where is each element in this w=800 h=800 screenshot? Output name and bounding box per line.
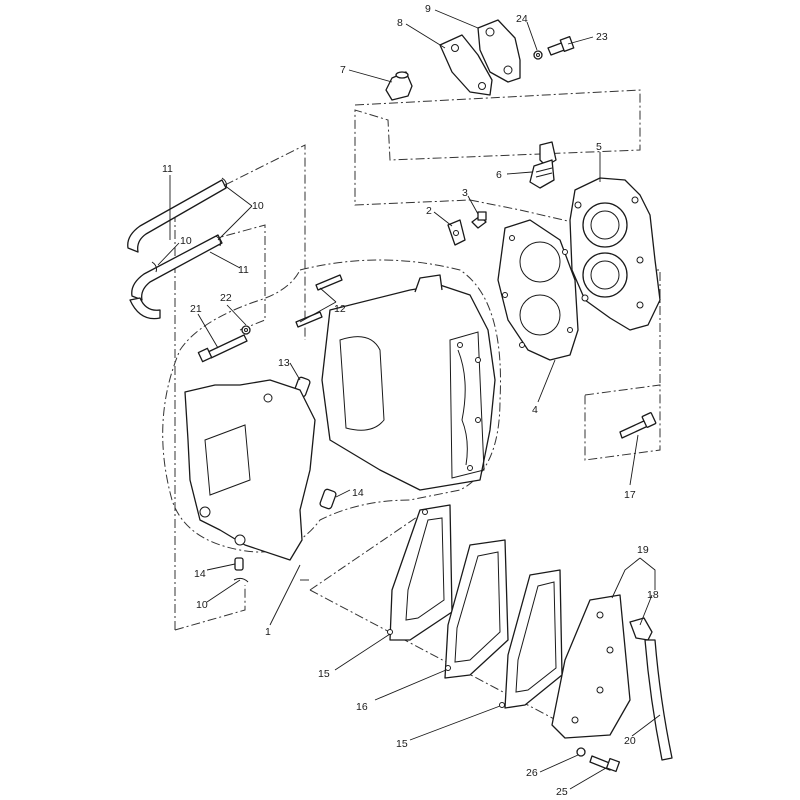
exhaust-gasket-part-15-rear bbox=[499, 569, 563, 709]
stud-part-12 bbox=[295, 274, 343, 328]
clip-part-2 bbox=[447, 219, 466, 246]
washer-part-26 bbox=[576, 747, 586, 757]
hose-part-20 bbox=[644, 639, 673, 761]
callout-10-mid: 10 bbox=[180, 235, 192, 247]
callout-6: 6 bbox=[496, 169, 502, 181]
callout-12: 12 bbox=[334, 303, 346, 315]
callout-16: 16 bbox=[356, 701, 368, 713]
callout-21: 21 bbox=[190, 303, 202, 315]
callout-4: 4 bbox=[532, 404, 538, 416]
callout-3: 3 bbox=[462, 187, 468, 199]
callout-15-front: 15 bbox=[318, 668, 330, 680]
bolt-part-17 bbox=[619, 412, 657, 439]
bolt-part-21 bbox=[197, 334, 248, 363]
callout-18: 18 bbox=[647, 589, 659, 601]
callout-20: 20 bbox=[624, 735, 636, 747]
hose-part-11-lower bbox=[129, 234, 223, 320]
callout-1: 1 bbox=[265, 626, 271, 638]
assembly-boundaries bbox=[162, 89, 661, 731]
callout-25: 25 bbox=[556, 786, 568, 798]
head-gasket-part-4 bbox=[497, 219, 579, 361]
bracket-part-9 bbox=[477, 19, 521, 83]
callout-8: 8 bbox=[397, 17, 403, 29]
callout-24: 24 bbox=[516, 13, 528, 25]
callout-7: 7 bbox=[340, 64, 346, 76]
leader-lines bbox=[157, 9, 661, 790]
washer-part-22 bbox=[241, 325, 251, 335]
cylinder-head-part-5 bbox=[569, 177, 661, 331]
bolt-part-3 bbox=[471, 211, 487, 229]
washer-part-24 bbox=[533, 50, 543, 60]
callout-5: 5 bbox=[596, 141, 602, 153]
callout-19: 19 bbox=[637, 544, 649, 556]
callout-labels: 9 8 7 24 23 6 5 2 3 4 17 11 10 10 11 22 … bbox=[162, 3, 659, 798]
dowel-pin-part-14 bbox=[319, 488, 337, 510]
callout-22: 22 bbox=[220, 292, 232, 304]
callout-13: 13 bbox=[278, 357, 290, 369]
gasket-part-8 bbox=[439, 34, 493, 96]
callout-11-upper: 11 bbox=[162, 163, 173, 175]
outer-cover-plate bbox=[551, 594, 631, 739]
exhaust-gasket-part-15-front bbox=[387, 504, 453, 641]
callout-26: 26 bbox=[526, 767, 538, 779]
bolt-part-25 bbox=[589, 755, 621, 773]
elbow-fitting-part-18 bbox=[629, 617, 653, 641]
callout-14-upper: 14 bbox=[352, 487, 364, 499]
callout-15-rear: 15 bbox=[396, 738, 408, 750]
callout-11-lower: 11 bbox=[238, 264, 249, 276]
callout-10-lower: 10 bbox=[196, 599, 208, 611]
callout-17: 17 bbox=[624, 489, 636, 501]
cylinder-block bbox=[321, 274, 496, 491]
bolt-part-23 bbox=[547, 36, 575, 56]
callout-23: 23 bbox=[596, 31, 608, 43]
callout-10-right: 10 bbox=[252, 200, 264, 212]
callout-14-lower: 14 bbox=[194, 568, 206, 580]
crankcase-part-1 bbox=[184, 379, 316, 561]
exhaust-cover-part-16 bbox=[444, 539, 509, 679]
spark-plug-part-6 bbox=[529, 141, 557, 189]
fitting-part-7 bbox=[385, 71, 413, 101]
callout-2: 2 bbox=[426, 205, 432, 217]
callout-9: 9 bbox=[425, 3, 431, 15]
fitting-part-14-lower bbox=[233, 557, 249, 583]
